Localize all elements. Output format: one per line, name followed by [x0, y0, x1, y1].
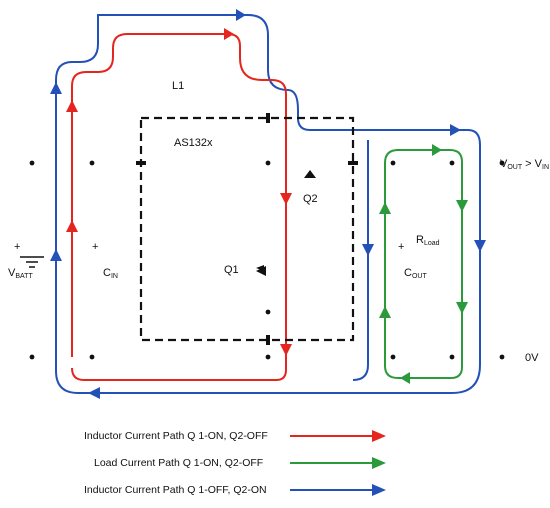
vout-main: V [500, 158, 508, 170]
blue-arrow-top [236, 9, 246, 21]
red-arrow-right-lower [280, 344, 292, 356]
legend-blue-text: Inductor Current Path Q 1-OFF, Q2-ON [84, 484, 267, 496]
blue-arrow-left [50, 82, 62, 94]
rload-label: RLoad [416, 234, 440, 250]
rload-main: R [416, 234, 424, 246]
blue-current-path [55, 14, 481, 394]
ic-label: AS132x [174, 137, 213, 149]
red-arrow-left-lower [66, 220, 78, 232]
green-arrow-right-lower [456, 302, 468, 314]
vbatt-sub: BATT [15, 273, 33, 280]
red-arrowheads [66, 28, 292, 356]
cin-label: CIN [103, 267, 118, 283]
vin-sub: IN [542, 164, 549, 171]
cout-label: COUT [404, 267, 427, 283]
vbatt-main: V [8, 267, 16, 279]
blue-arrow-right [474, 240, 486, 252]
blue-arrowheads [50, 9, 486, 399]
zero-v-label: 0V [525, 352, 539, 364]
blue-arrow-mid-left [50, 249, 62, 261]
green-arrow-top [432, 144, 442, 156]
green-arrowheads [379, 144, 468, 384]
battery-symbol [20, 256, 44, 268]
vout-rel: > V [522, 158, 542, 170]
blue-arrow-top-right [450, 124, 461, 136]
cin-main: C [103, 267, 111, 279]
green-arrow-left-lower [379, 306, 391, 318]
green-arrow-bottom [400, 372, 410, 384]
red-current-path [71, 33, 287, 381]
green-current-path [384, 149, 463, 379]
red-arrow-left-upper [66, 100, 78, 112]
battery-plus-label: + [14, 241, 21, 253]
q2-label: Q2 [303, 193, 318, 205]
blue-inner-stub [352, 140, 369, 381]
cout-main: C [404, 267, 412, 279]
legend-red-text: Inductor Current Path Q 1-ON, Q2-OFF [84, 430, 268, 442]
cin-plus-label: + [92, 241, 99, 253]
green-arrow-left-upper [379, 202, 391, 214]
red-arrow-right-upper [280, 193, 292, 205]
ic-dashed-box [139, 116, 355, 342]
cin-sub: IN [110, 273, 118, 280]
q1-label: Q1 [224, 264, 239, 276]
cout-sub: OUT [411, 273, 427, 280]
red-arrow-top [224, 28, 234, 40]
cout-plus-label: + [398, 241, 405, 253]
blue-arrow-bottom [88, 387, 100, 399]
q2-triangle-icon [304, 170, 316, 178]
rload-sub: Load [423, 240, 440, 247]
vbatt-label: VBATT [8, 267, 33, 283]
inductor-label: L1 [172, 80, 185, 92]
node-dots [29, 160, 505, 360]
legend-lines [290, 430, 386, 496]
green-arrow-right-upper [456, 200, 468, 212]
q1-triangle-shape [256, 266, 266, 276]
vout-sub: OUT [507, 164, 523, 171]
vout-label: VOUT > VIN [500, 158, 549, 174]
legend-green-text: Load Current Path Q 1-ON, Q2-OFF [94, 457, 264, 469]
ic-pins [136, 113, 358, 345]
